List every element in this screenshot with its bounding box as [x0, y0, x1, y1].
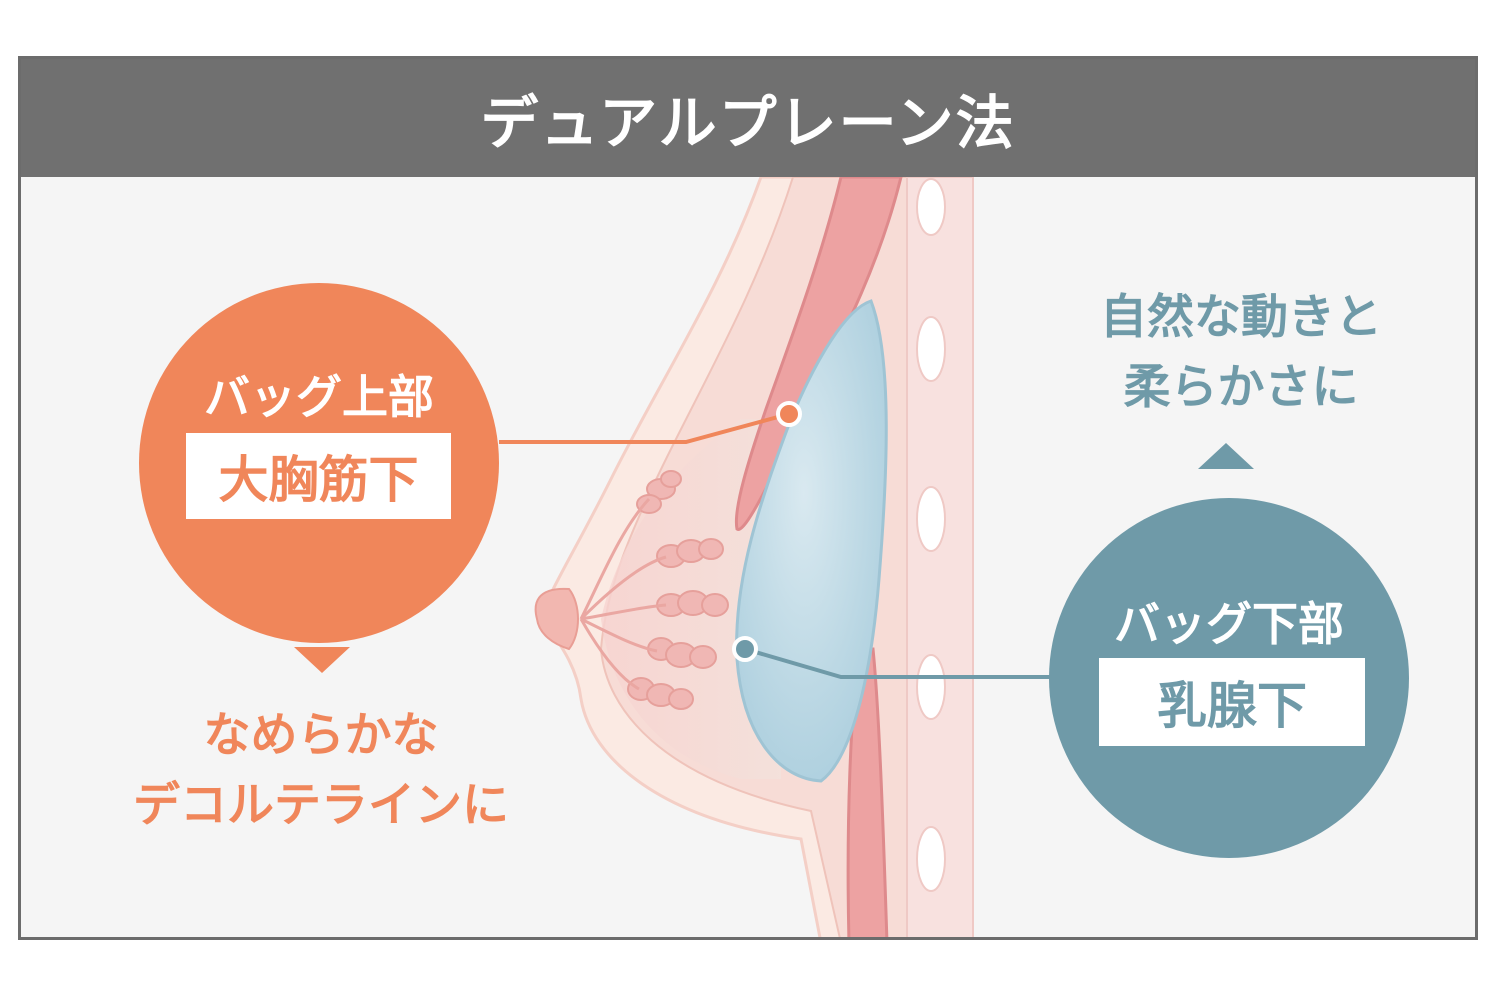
diagram-title: デュアルプレーン法	[480, 89, 1016, 157]
upper-caption: なめらかな デコルテラインに	[81, 701, 561, 841]
lower-connector-dot	[732, 636, 758, 662]
lower-caption-line-1: 自然な動きと	[1100, 290, 1382, 345]
lower-bag-position-box: 乳腺下	[1099, 658, 1365, 746]
lower-bag-position: 乳腺下	[1157, 677, 1307, 735]
upper-caption-line-2: デコルテラインに	[133, 778, 509, 833]
upper-bag-circle: バッグ上部 大胸筋下	[139, 283, 499, 643]
diagram-frame: デュアルプレーン法	[18, 56, 1478, 940]
ribs	[916, 178, 946, 892]
upper-connector-line	[499, 412, 790, 444]
upper-bag-position: 大胸筋下	[218, 451, 419, 509]
lower-caption: 自然な動きと 柔らかさに	[1031, 283, 1451, 423]
lower-connector-line	[744, 647, 1051, 679]
lower-caption-line-2: 柔らかさに	[1123, 360, 1359, 415]
milk-ducts	[579, 497, 667, 691]
nipple	[534, 587, 579, 651]
upper-bag-position-box: 大胸筋下	[186, 433, 451, 519]
upper-connector-dot	[776, 401, 802, 427]
down-arrow-icon	[294, 647, 350, 673]
lower-bag-heading: バッグ下部	[1114, 597, 1344, 651]
upper-bag-heading: バッグ上部	[204, 370, 434, 424]
lower-bag-circle: バッグ下部 乳腺下	[1049, 498, 1409, 858]
mammary-lobules	[627, 470, 729, 710]
title-bar: デュアルプレーン法	[21, 59, 1475, 177]
up-arrow-icon	[1198, 443, 1254, 469]
upper-caption-line-1: なめらかな	[203, 708, 439, 763]
chest-wall	[906, 176, 974, 937]
breast-cross-section-illustration	[499, 175, 1051, 937]
